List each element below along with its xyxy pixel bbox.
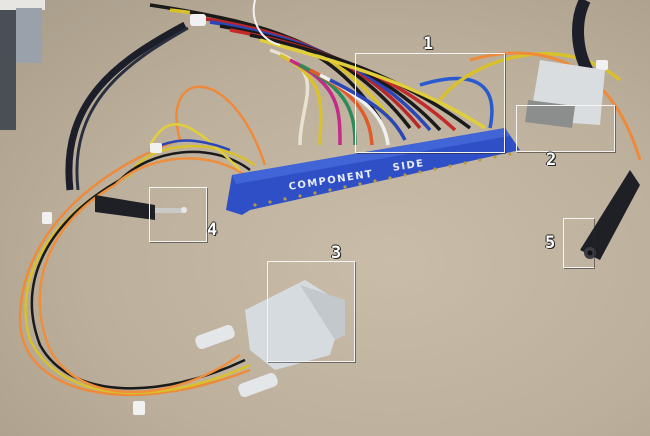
callout-label-3: 3 [331,243,342,263]
callout-box-2 [516,105,615,152]
callout-label-4: 4 [207,220,218,240]
callout-box-4 [149,187,207,242]
callout-label-2: 2 [546,150,557,170]
callout-box-1 [355,53,505,153]
callout-box-3 [267,261,355,362]
callout-label-1: 1 [423,34,434,54]
callout-box-5 [563,218,594,268]
callout-label-5: 5 [545,233,556,253]
